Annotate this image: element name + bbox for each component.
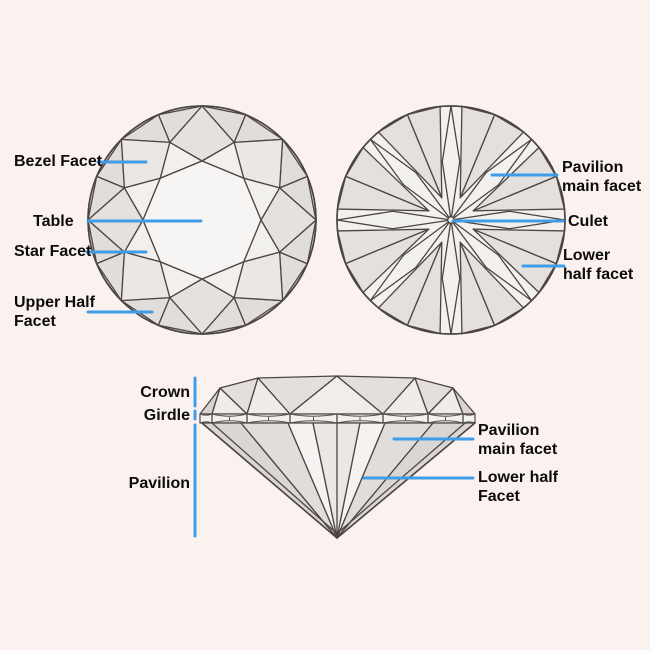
label-text: Lower half xyxy=(478,469,559,486)
label-text: main facet xyxy=(562,178,642,195)
label-text: half facet xyxy=(563,266,634,283)
label-text: Girdle xyxy=(143,407,190,424)
label-text: Table xyxy=(33,213,74,230)
side-view-diagram xyxy=(199,375,476,539)
label-culet: Culet xyxy=(568,212,608,231)
label-lower-half-facet: Lower half facet xyxy=(563,246,633,284)
label-text: Crown xyxy=(140,384,190,401)
label-girdle: Girdle xyxy=(110,406,190,425)
label-crown: Crown xyxy=(110,383,190,402)
label-text: Facet xyxy=(14,313,56,330)
label-text: Bezel Facet xyxy=(14,153,103,170)
label-pavilion-main-facet: Pavilion main facet xyxy=(562,158,641,196)
label-upper-half-facet: Upper Half Facet xyxy=(14,293,95,331)
label-text: Facet xyxy=(478,488,520,505)
label-pavilion: Pavilion xyxy=(110,474,190,493)
label-text: Pavilion xyxy=(562,159,624,176)
label-text: main facet xyxy=(478,441,558,458)
pavilion-view-diagram xyxy=(336,105,566,335)
label-text: Star Facet xyxy=(14,243,92,260)
label-side-lower-half-facet: Lower half Facet xyxy=(478,468,558,506)
label-table: Table xyxy=(33,212,74,231)
label-text: Lower xyxy=(563,247,611,264)
leader-lines xyxy=(85,160,566,538)
label-text: Pavilion xyxy=(478,422,540,439)
label-text: Pavilion xyxy=(128,475,190,492)
label-text: Culet xyxy=(568,213,608,230)
label-bezel-facet: Bezel Facet xyxy=(14,152,102,171)
label-text: Upper Half xyxy=(14,294,95,311)
label-side-pavilion-main-facet: Pavilion main facet xyxy=(478,421,557,459)
label-star-facet: Star Facet xyxy=(14,242,91,261)
